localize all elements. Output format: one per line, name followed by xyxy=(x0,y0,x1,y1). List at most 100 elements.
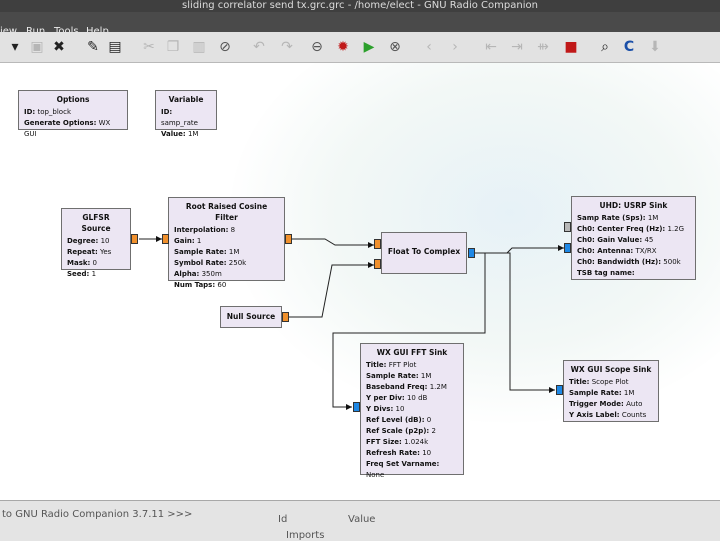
f2c-out-port[interactable] xyxy=(468,248,475,258)
disable-icon[interactable]: ⊖ xyxy=(311,39,323,55)
block-param: Value: 1M xyxy=(161,130,199,138)
reload-icon[interactable]: C xyxy=(623,39,635,55)
rrc-out-port[interactable] xyxy=(285,234,292,244)
scope-sink-block[interactable]: WX GUI Scope Sink Title: Scope Plot Samp… xyxy=(563,360,659,422)
arrow-fft xyxy=(346,404,352,410)
bottom-panel: to GNU Radio Companion 3.7.11 >>> Id Val… xyxy=(0,500,720,541)
block-param: Baseband Freq: 1.2M xyxy=(366,383,447,391)
open-icon[interactable]: ▣ xyxy=(30,39,44,55)
undo-icon[interactable]: ↶ xyxy=(253,39,265,55)
kill-icon[interactable]: ⊗ xyxy=(389,39,401,55)
usrp-msg-port[interactable] xyxy=(564,222,571,232)
variable-block[interactable]: Variable ID: samp_rate Value: 1M xyxy=(155,90,217,138)
close-icon[interactable]: ✖ xyxy=(53,39,65,55)
block-param: Seed: 1 xyxy=(67,270,97,278)
rrc-in-port[interactable] xyxy=(162,234,169,244)
paste-icon[interactable]: ▥ xyxy=(192,39,206,55)
block-param: Ch0: Antenna: TX/RX xyxy=(577,247,657,255)
block-param: Mask: 0 xyxy=(67,259,98,267)
block-param: Sample Rate: 1M xyxy=(174,248,240,256)
arrow-scope xyxy=(549,387,555,393)
usrp-sink-block[interactable]: UHD: USRP Sink Samp Rate (Sps): 1M Ch0: … xyxy=(571,196,696,280)
copy-icon[interactable]: ❐ xyxy=(166,39,180,55)
block-param: Gain: 1 xyxy=(174,237,202,245)
block-param: Refresh Rate: 10 xyxy=(366,449,432,457)
float-to-complex-block[interactable]: Float To Complex xyxy=(381,232,467,274)
block-param: Ref Level (dB): 0 xyxy=(366,416,432,424)
f2c-in-re-port[interactable] xyxy=(374,239,381,249)
block-param: Interpolation: 8 xyxy=(174,226,236,234)
menu-view[interactable]: iew xyxy=(0,26,17,37)
block-param: Ch0: Bandwidth (Hz): 500k xyxy=(577,258,681,266)
cut-icon[interactable]: ✂ xyxy=(143,39,155,55)
rrc-title: Root Raised Cosine Filter xyxy=(185,202,268,222)
fft-sink-block[interactable]: WX GUI FFT Sink Title: FFT Plot Sample R… xyxy=(360,343,464,479)
options-block[interactable]: Options ID: top_block Generate Options: … xyxy=(18,90,128,138)
arrow-f2c-im xyxy=(368,262,374,268)
block-param: Freq Set Varname: None xyxy=(366,460,440,479)
null-out-port[interactable] xyxy=(282,312,289,322)
redo-icon[interactable]: ↷ xyxy=(281,39,293,55)
console-output: to GNU Radio Companion 3.7.11 >>> xyxy=(2,509,193,520)
wire-rrc-f2c-re xyxy=(292,238,374,246)
create-hier-icon[interactable]: ■ xyxy=(564,39,578,55)
block-param: Ch0: Gain Value: 45 xyxy=(577,236,654,244)
flowgraph-canvas[interactable]: Options ID: top_block Generate Options: … xyxy=(0,63,720,500)
glfsr-out-port[interactable] xyxy=(131,234,138,244)
variables-id-header[interactable]: Id xyxy=(278,514,288,525)
options-title: Options xyxy=(56,95,90,104)
block-param: Symbol Rate: 250k xyxy=(174,259,247,267)
arrow-usrp xyxy=(558,245,564,251)
glfsr-source-block[interactable]: GLFSR Source Degree: 10 Repeat: Yes Mask… xyxy=(61,208,131,278)
connection-wires xyxy=(139,236,564,410)
scope-in-port[interactable] xyxy=(556,385,563,395)
variables-imports-row[interactable]: Imports xyxy=(286,530,325,541)
enable-icon[interactable]: ⇤ xyxy=(485,39,497,55)
block-param: Num Taps: 60 xyxy=(174,281,227,289)
wire-f2c-scope xyxy=(475,252,555,391)
wire-null-f2c-im xyxy=(289,264,374,318)
menu-help[interactable]: Help xyxy=(86,26,109,37)
open-hier-icon[interactable]: ⬇ xyxy=(649,39,661,55)
block-param: Y per Div: 10 dB xyxy=(366,394,428,402)
block-param: Sample Rate: 1M xyxy=(366,372,432,380)
block-param: Trigger Mode: Auto xyxy=(569,400,643,408)
generate-icon[interactable]: ✹ xyxy=(337,39,349,55)
edit-icon[interactable]: ✎ xyxy=(87,39,99,55)
window-title: sliding correlator send tx.grc.grc - /ho… xyxy=(0,0,720,12)
variables-value-header[interactable]: Value xyxy=(348,514,376,525)
rrc-filter-block[interactable]: Root Raised Cosine Filter Interpolation:… xyxy=(168,197,285,289)
null-title: Null Source xyxy=(226,312,276,321)
usrp-title: UHD: USRP Sink xyxy=(599,201,668,210)
rotate-left-icon[interactable]: ‹ xyxy=(426,39,432,55)
block-param: Y Divs: 10 xyxy=(366,405,405,413)
f2c-in-im-port[interactable] xyxy=(374,259,381,269)
find-icon[interactable]: ⌕ xyxy=(601,39,609,55)
save-icon[interactable]: ▤ xyxy=(108,39,122,55)
wire-f2c-usrp xyxy=(475,247,564,254)
menu-run[interactable]: Run xyxy=(26,26,45,37)
execute-icon[interactable]: ▶ xyxy=(363,39,375,55)
null-source-block[interactable]: Null Source xyxy=(220,306,282,328)
rotate-right-icon[interactable]: › xyxy=(452,39,458,55)
block-param: Y Axis Label: Counts xyxy=(569,411,647,419)
arrow-rrc xyxy=(156,236,162,242)
menu-tools[interactable]: Tools xyxy=(54,26,79,37)
block-param: ID: samp_rate xyxy=(161,108,198,127)
bypass-icon[interactable]: ⇻ xyxy=(537,39,549,55)
block-param: Ch0: Center Freq (Hz): 1.2G xyxy=(577,225,684,233)
glfsr-title: GLFSR Source xyxy=(81,213,111,233)
block-param: Repeat: Yes xyxy=(67,248,112,256)
delete-icon[interactable]: ⊘ xyxy=(219,39,231,55)
fft-in-port[interactable] xyxy=(353,402,360,412)
block-param: TSB tag name: xyxy=(577,269,635,277)
usrp-in-port[interactable] xyxy=(564,243,571,253)
new-icon[interactable]: ▾ xyxy=(11,39,19,55)
scope-title: WX GUI Scope Sink xyxy=(570,365,652,374)
disable-block-icon[interactable]: ⇥ xyxy=(511,39,523,55)
variable-title: Variable xyxy=(168,95,204,104)
arrow-f2c-re xyxy=(368,242,374,248)
f2c-title: Float To Complex xyxy=(387,247,461,256)
fft-title: WX GUI FFT Sink xyxy=(376,348,448,357)
block-param: Title: Scope Plot xyxy=(569,378,629,386)
